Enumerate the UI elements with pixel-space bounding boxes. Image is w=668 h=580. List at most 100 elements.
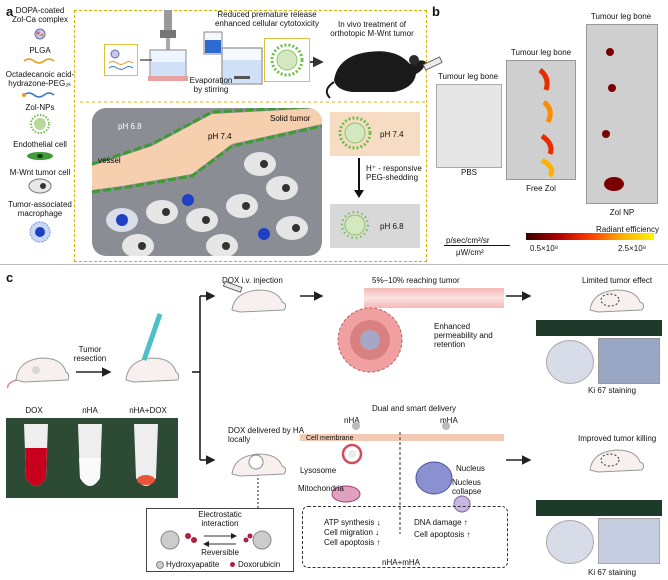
beaker-large-icon: [221, 47, 263, 85]
peg-shedding-label: H⁺ - responsive PEG-shedding: [366, 164, 422, 182]
interaction-bottom-label: Reversible: [201, 548, 239, 557]
limited-ki67-low: [546, 340, 594, 384]
epr-label: Enhanced permeability and retention: [434, 322, 493, 349]
legend-endothelial-label: Endothelial cell: [13, 140, 67, 149]
tube-photo: [6, 418, 178, 498]
mouse-left-icon: [6, 357, 70, 389]
plga-icon: [23, 58, 55, 64]
panel-a-frame: [74, 10, 427, 262]
scale-unit-divider: [444, 245, 510, 246]
sonicator-icon: [148, 10, 188, 81]
panel-c-letter: c: [6, 270, 14, 285]
tube-label-dox: DOX: [25, 406, 43, 415]
legend-macrophage-label: Tumor-associated macrophage: [8, 200, 72, 218]
tumor-environment: [92, 108, 322, 256]
nucleus-label: Nucleus: [456, 464, 485, 473]
freezol-signals: [538, 68, 555, 178]
mouse-local-icon: [231, 453, 287, 477]
radiance-colorbar: [526, 233, 654, 240]
np-top-ph: pH 7.4: [380, 130, 404, 139]
legend-zolca-label: DOPA-coated Zol-Ca complex: [11, 6, 68, 24]
mouse-resection-icon: [125, 313, 180, 383]
limited-ki67-label: Ki 67 staining: [588, 386, 637, 395]
syringe-box: [104, 44, 138, 76]
freezol-image: [506, 60, 576, 180]
legend-zolnps-label: Zol-NPs: [25, 103, 55, 112]
scale-title: Radiant efficiency: [596, 225, 659, 234]
improved-ki67-label: Ki 67 staining: [588, 568, 637, 577]
np-bottom-ph: pH 6.8: [380, 222, 404, 231]
left-effect-1: Cell migration ↓: [324, 528, 380, 537]
interaction-graphic: [160, 530, 272, 550]
tube-label-nha: nHA: [82, 406, 98, 415]
combined-label: nHA+mHA: [382, 558, 421, 567]
improved-ki67-high: [598, 518, 660, 564]
zolnp-signals: [602, 48, 624, 191]
improved-killing-label: Improved tumor killing: [578, 434, 657, 443]
nucleus-collapse-label: Nucleus collapse: [452, 478, 482, 496]
panel-a-letter: a: [6, 4, 14, 19]
step2-label: Evaporation by stirring: [189, 76, 233, 94]
cell-process-graphics: [331, 422, 471, 534]
right-effect-1: Cell apoptosis ↑: [414, 530, 471, 539]
doxorubicin-label: Doxorubicin: [238, 560, 281, 569]
pbs-image: [436, 84, 502, 168]
tube-label-nhadox: nHA+DOX: [129, 406, 167, 415]
zolnp-large-icon: [270, 43, 304, 77]
effects-box: [302, 506, 508, 568]
scale-max: 2.5×10⁸: [618, 244, 647, 253]
zolnp-icon: [30, 114, 50, 134]
right-effect-0: DNA damage ↑: [414, 518, 468, 527]
hydroxyapatite-icon: [156, 561, 164, 569]
scale-unit-top: p/sec/cm²/sr: [446, 236, 490, 245]
mwnt-cell-icon: [28, 178, 52, 194]
col-zolnp-title: Tumour leg bone: [590, 12, 652, 21]
zolnp-box: [264, 38, 310, 82]
zolca-icon: [34, 28, 46, 40]
limited-ki67-high: [598, 338, 660, 384]
reach-label: 5%–10% reaching tumor: [372, 276, 460, 285]
tubes-graphic: [24, 424, 158, 486]
hydroxyapatite-label: Hydroxyapatite: [166, 560, 220, 569]
col-zolnp-label: Zol NP: [609, 208, 635, 217]
dox-local-label: DOX delivered by HA locally: [228, 426, 305, 444]
tumor-resection-label: Tumor resection: [73, 345, 107, 363]
np-shed-icon: [341, 211, 369, 239]
vessel-label: vessel: [98, 156, 121, 165]
improved-ki67-low: [546, 520, 594, 564]
mixture-icon: [108, 49, 134, 70]
solid-tumor-label: Solid tumor: [270, 114, 311, 123]
dox-injection-label: DOX i.v. injection: [222, 276, 283, 285]
left-effect-0: ATP synthesis ↓: [324, 518, 381, 527]
panel-separator: [0, 264, 668, 265]
col-pbs-title: Tumour leg bone: [437, 72, 499, 81]
peg-icon: [22, 92, 55, 98]
nha-label: nHA: [344, 416, 360, 425]
tumor-mass-icon: [337, 307, 403, 373]
ph-mid-label: pH 7.4: [208, 132, 232, 141]
peg-shedding-arrow: [354, 158, 364, 198]
improved-tumors-photo: [536, 500, 662, 516]
mouse-improved-icon: [589, 449, 645, 473]
col-freezol-title: Tumour leg bone: [510, 48, 572, 57]
limited-tumors-photo: [536, 320, 662, 336]
legend-plga-label: PLGA: [29, 46, 51, 55]
zolnp-image: [586, 24, 658, 204]
beaker-small-icon: [203, 31, 223, 55]
step3-label: In vivo treatment of orthotopic M-Wnt tu…: [330, 20, 414, 38]
cell-membrane: [300, 434, 504, 441]
ph-left-label: pH 6.8: [118, 122, 142, 131]
mouse-injection-icon: [222, 280, 287, 313]
scale-unit-bottom: μW/cm²: [456, 248, 484, 257]
mouse-icon: [325, 51, 426, 99]
vessel-shape: [92, 108, 322, 256]
col-pbs-label: PBS: [460, 168, 477, 177]
syringe-icon: [422, 56, 443, 71]
mouse-limited-icon: [589, 289, 645, 313]
legend-mwnt-label: M-Wnt tumor cell: [9, 168, 71, 177]
limited-effect-label: Limited tumor effect: [582, 276, 653, 285]
interaction-top-label: Electrostatic interaction: [198, 510, 242, 528]
legend-peg-label: Octadecanoic acid- hydrazone-PEG₂ₖ: [5, 70, 75, 88]
